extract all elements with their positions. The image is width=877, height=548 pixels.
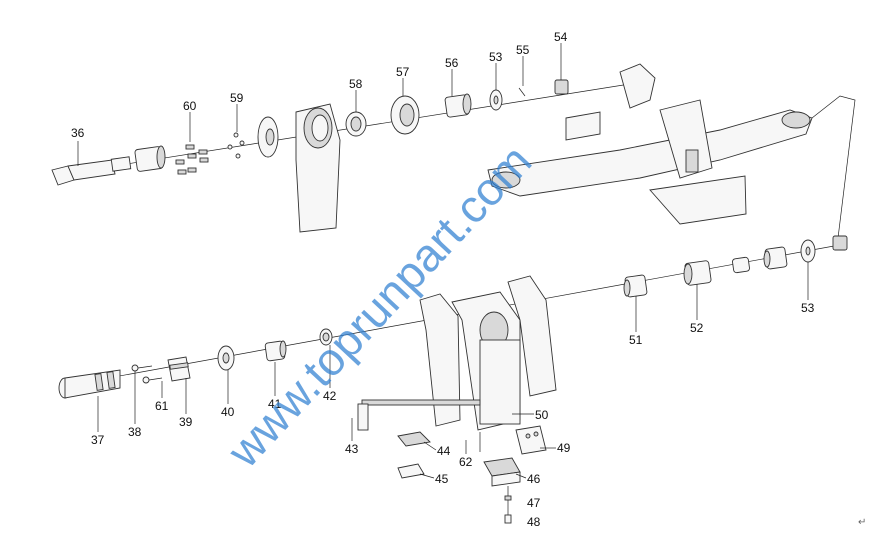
label-53-upper: 53 — [489, 50, 503, 64]
leader-lines — [77, 43, 809, 479]
part-47-washer — [504, 495, 512, 501]
label-40: 40 — [221, 405, 235, 419]
part-55-pin — [518, 87, 526, 97]
part-46-block — [483, 457, 521, 487]
part-48-bolt — [504, 514, 512, 524]
label-51: 51 — [629, 333, 643, 347]
part-bushing-small-right — [732, 256, 750, 274]
label-58: 58 — [349, 77, 363, 91]
part-lever-arm — [295, 103, 341, 233]
label-38: 38 — [128, 425, 142, 439]
label-61: 61 — [155, 399, 169, 413]
label-57: 57 — [396, 65, 410, 79]
part-39-bracket — [167, 356, 191, 382]
label-52: 52 — [690, 321, 704, 335]
label-53-lower: 53 — [801, 301, 815, 315]
part-51-bushing — [623, 274, 648, 298]
part-45-pad — [397, 463, 425, 479]
part-57-bearing — [390, 95, 420, 135]
label-41: 41 — [268, 397, 282, 411]
frame-leader-line — [811, 95, 856, 239]
machine-frame — [487, 63, 813, 225]
label-48: 48 — [527, 515, 541, 529]
part-53-washer-lower — [800, 239, 816, 263]
label-36: 36 — [71, 126, 85, 140]
part-nut-right — [832, 235, 848, 251]
part-56-bushing — [444, 93, 472, 118]
part-37-shaft — [58, 369, 121, 399]
part-labels: 36 60 59 58 57 56 53 55 54 51 52 53 37 3… — [71, 30, 815, 529]
label-43: 43 — [345, 442, 359, 456]
part-bushing-right — [763, 246, 788, 270]
label-56: 56 — [445, 56, 459, 70]
part-58-bearing — [345, 111, 367, 137]
label-39: 39 — [179, 415, 193, 429]
part-50-housing — [357, 275, 557, 431]
part-44-pad — [397, 431, 431, 447]
part-41-bushing — [264, 340, 287, 362]
label-45: 45 — [435, 472, 449, 486]
part-53-washer-upper — [489, 89, 503, 111]
label-55: 55 — [516, 43, 530, 57]
part-40-washer — [217, 345, 235, 371]
part-49-bracket — [515, 425, 547, 455]
label-60: 60 — [183, 99, 197, 113]
label-44: 44 — [437, 444, 451, 458]
part-38-screw — [131, 364, 153, 372]
label-54: 54 — [554, 30, 568, 44]
part-59-rings — [227, 132, 245, 159]
label-59: 59 — [230, 91, 244, 105]
label-37: 37 — [91, 433, 105, 447]
part-bushing-upper-left — [134, 145, 166, 172]
label-47: 47 — [527, 496, 541, 510]
label-50: 50 — [535, 408, 549, 422]
part-54-nut — [554, 79, 569, 95]
part-52-bushing — [683, 260, 712, 286]
label-42: 42 — [323, 389, 337, 403]
label-49: 49 — [557, 441, 571, 455]
label-62: 62 — [459, 455, 473, 469]
part-61-screw — [142, 376, 163, 384]
part-flange — [257, 116, 279, 158]
label-46: 46 — [527, 472, 541, 486]
lower-axis-line — [69, 243, 846, 386]
part-36-handle — [51, 156, 132, 186]
part-60-pins — [175, 144, 209, 175]
corner-return-mark: ↵ — [858, 517, 866, 528]
part-42-bushing — [319, 328, 333, 346]
